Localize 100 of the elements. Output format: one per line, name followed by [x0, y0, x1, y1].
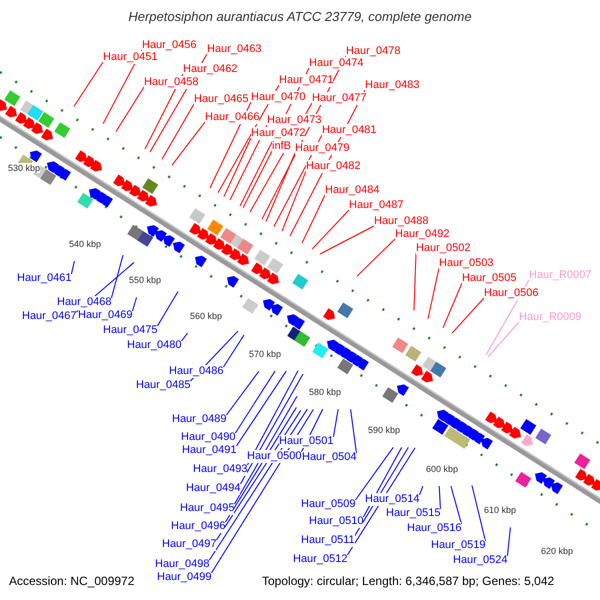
gene-label: Haur_0491	[182, 444, 236, 457]
leader-line	[506, 526, 511, 556]
gene-label: Haur_0505	[462, 272, 516, 285]
leader-line	[156, 290, 178, 326]
info-text: Topology: circular; Length: 6,346,587 bp; Genes: 5,042	[262, 574, 554, 588]
gene-label: Haur_0487	[349, 199, 404, 212]
gene-label: Haur_0474	[309, 57, 364, 70]
leader-line	[222, 334, 244, 368]
scale-label: 620 kbp	[541, 546, 574, 556]
scale-label: 560 kbp	[190, 311, 222, 321]
gene-label: Haur_0465	[194, 93, 248, 106]
leader-line	[428, 268, 440, 320]
scale-label: 580 kbp	[309, 387, 342, 397]
gene-label: Haur_0472	[251, 127, 306, 140]
gene-label: Haur_0477	[312, 92, 366, 105]
gene-label: Haur_R0009	[519, 311, 582, 324]
gene-label: Haur_0463	[207, 43, 262, 56]
leader-line	[414, 252, 416, 311]
gene-label: Haur_0469	[78, 309, 132, 322]
leader-line	[172, 122, 206, 166]
gene-label: Haur_0490	[181, 431, 236, 444]
gene-label: Haur_0510	[309, 515, 364, 528]
gene-label: Haur_0481	[322, 124, 376, 137]
gene-label: Haur_0468	[57, 296, 112, 309]
scale-label: 600 kbp	[426, 464, 458, 474]
leader-line	[266, 152, 296, 222]
gene-label: Haur_0493	[193, 463, 248, 476]
gene-label: Haur_0499	[157, 571, 212, 584]
info-text: Accession: NC_009972	[9, 574, 134, 588]
leader-line	[472, 485, 486, 542]
gene-label: Haur_0470	[251, 91, 306, 104]
gene-label: Haur_0498	[155, 558, 210, 571]
gene-label: Haur_0489	[172, 413, 226, 426]
scale-label: 610 kbp	[484, 505, 516, 515]
gene-label: Haur_0504	[302, 451, 356, 464]
gene-label: Haur_0458	[144, 76, 198, 89]
gene-label: Haur_0484	[325, 184, 380, 197]
gene-label: Haur_0514	[365, 493, 420, 506]
scale-label: 540 kbp	[69, 239, 102, 249]
leader-line	[332, 408, 339, 438]
gene-label: Haur_0509	[301, 498, 356, 511]
leader-line	[226, 370, 260, 416]
scale-label: 570 kbp	[249, 349, 282, 359]
leader-line	[234, 396, 298, 504]
leader-line	[282, 170, 306, 232]
leader-line	[312, 210, 350, 250]
scale-label: 590 kbp	[368, 425, 400, 435]
gene-label: Haur_0467	[22, 310, 76, 323]
gene-label: Haur_0488	[374, 215, 428, 228]
gene-label: Haur_0500	[247, 450, 302, 463]
gene-label: Haur_0475	[103, 324, 158, 337]
leader-line	[70, 260, 75, 274]
gene-label: Haur_0462	[183, 63, 238, 76]
gene-label: Haur_0471	[279, 74, 334, 87]
scale-label: 530 kbp	[8, 163, 40, 173]
leader-line	[236, 370, 287, 446]
gene-label: Haur_0501	[279, 435, 334, 448]
gene-label: Haur_0503	[439, 257, 494, 270]
gene-label: Haur_0502	[416, 242, 470, 255]
gene-label: Haur_0478	[346, 45, 400, 58]
gene-label: Haur_0483	[365, 79, 420, 92]
gene-label: infB	[272, 140, 291, 153]
leader-line	[450, 486, 462, 524]
gene-label: Haur_0524	[453, 554, 508, 567]
leader-line	[180, 332, 188, 342]
gene-label: Haur_0482	[306, 160, 360, 173]
leader-line	[242, 150, 272, 208]
gene-label: Haur_0461	[17, 272, 72, 285]
gene-label: Haur_0480	[127, 339, 182, 352]
scale-label: 550 kbp	[129, 275, 162, 285]
gene-label: Haur_0492	[395, 228, 450, 241]
gene-label: Haur_0515	[386, 507, 440, 520]
leader-line	[116, 86, 144, 132]
leader-line	[488, 322, 520, 358]
leader-line	[240, 373, 304, 484]
leader-line	[438, 486, 441, 510]
leader-line	[452, 298, 484, 334]
leader-line	[110, 254, 124, 298]
leader-line	[418, 486, 424, 496]
gene-label: Haur_0511	[301, 534, 355, 547]
gene-label: Haur_0486	[169, 365, 224, 378]
leader-line	[132, 296, 138, 312]
gene-label: Haur_0479	[295, 142, 350, 155]
leader-line	[354, 446, 394, 500]
gene-label: Haur_0473	[267, 114, 322, 127]
leader-line	[302, 194, 326, 244]
gene-label: Haur_0456	[142, 39, 196, 52]
gene-label: Haur_0516	[407, 522, 462, 535]
gene-label: Haur_0497	[162, 538, 216, 551]
leader-line	[162, 104, 194, 160]
leader-line	[320, 226, 374, 254]
gene-label: Haur_0466	[205, 111, 260, 124]
gene-label: Haur_0494	[186, 482, 240, 495]
gene-label: Haur_0485	[136, 379, 190, 392]
gene-label: Haur_0506	[484, 287, 538, 300]
gene-label: Haur_R0007	[529, 269, 592, 282]
leader-line	[346, 447, 416, 556]
leader-line	[356, 238, 396, 277]
gene-label: Haur_0495	[180, 502, 234, 515]
gene-label: Haur_0496	[171, 520, 226, 533]
